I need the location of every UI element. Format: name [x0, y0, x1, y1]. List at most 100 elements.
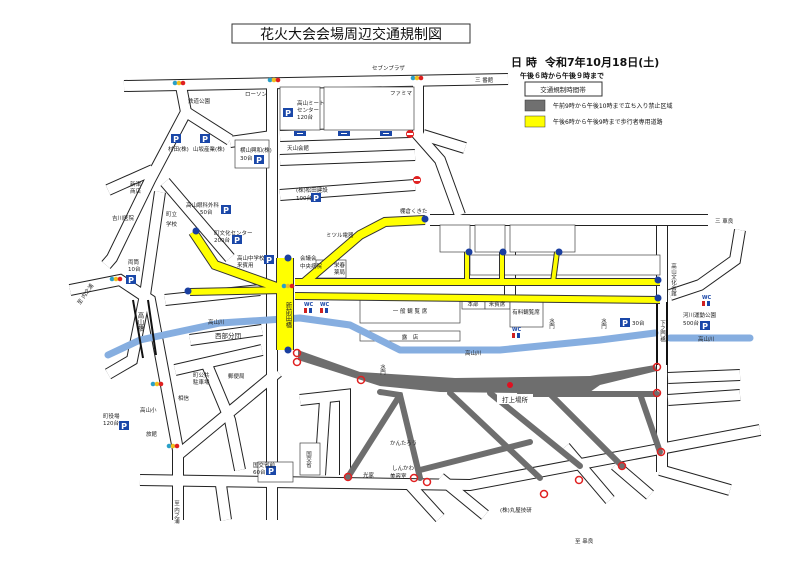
event-time: 午後６時から午後９時まで	[520, 71, 604, 80]
label: 水門	[379, 363, 386, 377]
label: ミツル電器	[326, 232, 354, 239]
parking-icon: P	[266, 466, 276, 476]
label: 会議会	[300, 254, 317, 262]
traffic-lights	[109, 75, 424, 449]
restricted-zone: 打上場所	[298, 350, 663, 481]
pedestrian-icon	[184, 287, 192, 295]
traffic-light-icon	[150, 381, 164, 387]
label: 河川運動公園	[683, 311, 717, 319]
page-title: 花火大会会場周辺交通規制図	[260, 26, 442, 43]
pedestrian-icon	[654, 276, 662, 284]
no-entry-icon	[656, 447, 666, 457]
pedestrian-icon	[192, 227, 200, 235]
arrow-right-icon	[380, 131, 392, 136]
traffic-light-icon	[166, 443, 180, 449]
label: 高山文化会館	[670, 262, 677, 298]
label: 新津	[130, 180, 142, 188]
label: 至 串良	[575, 537, 594, 545]
parking-icon: P	[119, 421, 129, 431]
legend-label-restricted: 午前9時から午後10時まで立ち入り禁止区域	[553, 102, 672, 110]
svg-text:P: P	[702, 322, 708, 331]
label: 200台	[214, 236, 230, 244]
label: 来賓席	[489, 300, 506, 308]
wc-icon: WC	[320, 302, 330, 308]
parking-icon: P	[232, 235, 242, 245]
pedestrian-icons	[184, 215, 662, 354]
no-entry-icon	[422, 477, 432, 487]
title-box: 花火大会会場周辺交通規制図	[231, 23, 471, 44]
svg-text:P: P	[313, 194, 319, 203]
label: 吉川医院	[112, 214, 135, 222]
label: 両筒	[128, 258, 140, 266]
legend-label-pedestrian: 午後6時から午後9時まで歩行者専用道路	[553, 118, 663, 126]
label: 郵便局	[228, 372, 245, 380]
parking-icon: P	[254, 155, 264, 165]
label: 30台	[240, 154, 253, 162]
place-labels: セブンプラザ 三 番館 ローソン 鉄道公園 高山ミート センター 120台 ファ…	[75, 64, 734, 545]
label: 三 車良	[715, 217, 734, 225]
date-label: 日 時	[511, 55, 537, 69]
label: (株)松田建設	[296, 186, 328, 194]
label: 50台	[200, 208, 213, 216]
label: ファミマ	[390, 90, 413, 97]
arrow-right-icon	[338, 131, 350, 136]
label: 学校	[166, 220, 178, 228]
label: 至 内之浦	[173, 500, 180, 525]
label: 三 番館	[475, 76, 494, 84]
no-entry-icon	[292, 357, 302, 367]
label: (株)丸屋技研	[500, 506, 532, 514]
label: 町役場	[103, 412, 120, 420]
traffic-light-icon	[172, 80, 186, 86]
svg-text:P: P	[223, 206, 229, 215]
label: 下之門橋	[659, 320, 666, 344]
label: 光家	[363, 471, 375, 479]
label: 西部分団	[215, 331, 241, 340]
label: 水門	[600, 317, 607, 331]
label: 商店	[130, 187, 142, 195]
label: センター	[297, 106, 319, 114]
river	[104, 314, 754, 359]
label: 高山川	[465, 349, 482, 357]
svg-text:P: P	[128, 276, 134, 285]
label: 高山川	[208, 318, 225, 326]
pedestrian-icon	[284, 254, 292, 262]
label: 棚倉くきた	[400, 207, 428, 215]
label: 60台	[253, 468, 266, 476]
label: 美容室	[390, 472, 407, 480]
label: しんかわ	[392, 465, 415, 472]
label: 一 般 観 覧 席	[393, 307, 428, 315]
parking-icon: P	[283, 108, 293, 118]
label: 相信	[178, 394, 190, 402]
label: 水門	[548, 317, 555, 331]
no-entry-icon	[652, 388, 662, 398]
label: 30台	[632, 319, 645, 327]
svg-text:P: P	[121, 422, 127, 431]
no-entry-icon	[292, 348, 302, 358]
traffic-light-icon	[109, 276, 123, 282]
pedestrian-icon	[465, 248, 473, 256]
legend-title: 交通規制時間帯	[540, 85, 586, 94]
pedestrian-roads	[188, 215, 661, 350]
bridges	[132, 299, 668, 365]
legend-swatch-restricted	[524, 99, 546, 112]
label: 横山興和(株)	[240, 146, 272, 154]
label: 10台	[128, 265, 141, 273]
toilet-icons: WC WC WC WC	[304, 295, 712, 338]
no-entry-icons	[292, 130, 666, 499]
one-way-arrows	[294, 131, 392, 136]
no-entry-icon	[406, 130, 414, 138]
no-entry-icon	[413, 176, 421, 184]
wc-icon: WC	[304, 302, 314, 308]
no-entry-icon	[617, 461, 627, 471]
label: 中央病院	[300, 262, 323, 270]
label: かんたろう	[390, 440, 417, 447]
legend: 交通規制時間帯 午前9時から午後10時まで立ち入り禁止区域 午後6時から午後9時…	[524, 81, 672, 128]
no-entry-icon	[343, 472, 353, 482]
label: 高山橋	[136, 311, 144, 333]
label: 栄春	[334, 261, 346, 269]
label: 本部	[467, 300, 479, 308]
svg-text:P: P	[622, 319, 628, 328]
label: 村田(株)	[168, 145, 189, 153]
label: 来賓用	[237, 261, 254, 269]
parking-icon: P	[200, 134, 210, 144]
